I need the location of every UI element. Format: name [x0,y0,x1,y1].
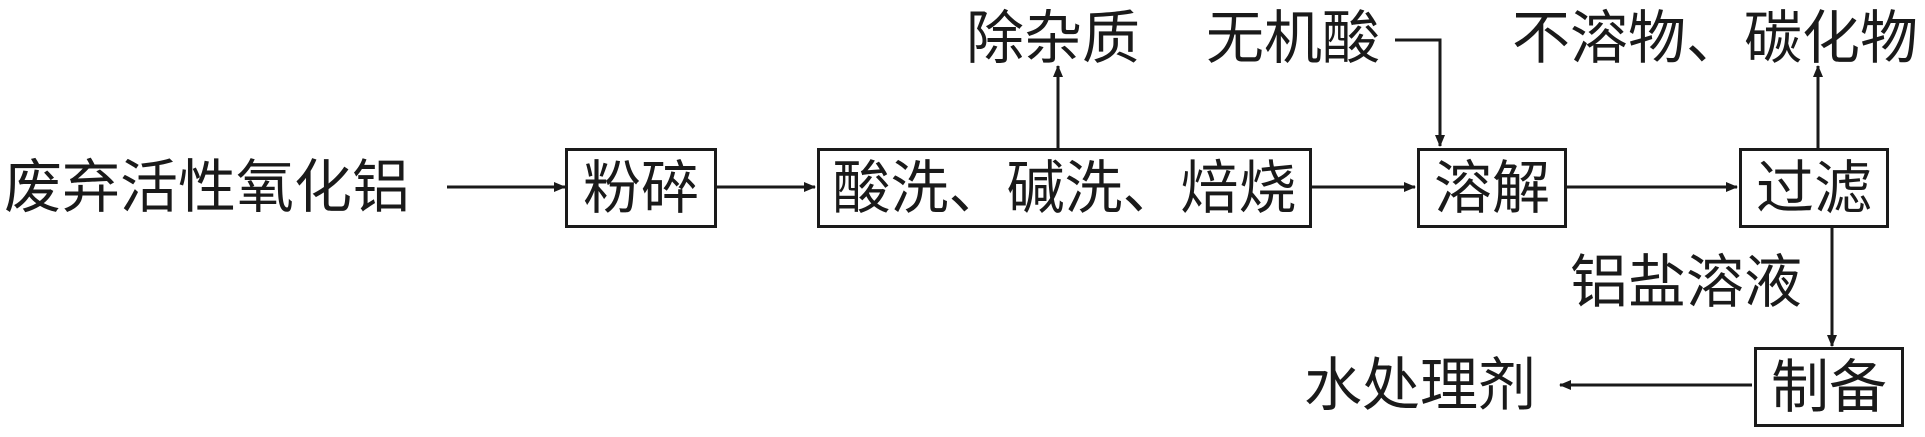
step-crush: 粉碎 [565,148,717,228]
arrow-acid-to-dissolve [1395,38,1445,147]
insoluble-label: 不溶物、碳化物 [1512,4,1919,72]
input-label: 废弃活性氧化铝 [4,153,411,221]
output-label: 水处理剂 [1304,351,1537,419]
salt-solution-label: 铝盐溶液 [1570,248,1803,316]
step-dissolve: 溶解 [1417,148,1567,228]
step-filter: 过滤 [1739,148,1889,228]
step-wash-roast: 酸洗、碱洗、焙烧 [817,148,1312,228]
step-prepare: 制备 [1754,347,1904,427]
impurity-label: 除杂质 [966,4,1141,72]
acid-label: 无机酸 [1206,4,1381,72]
